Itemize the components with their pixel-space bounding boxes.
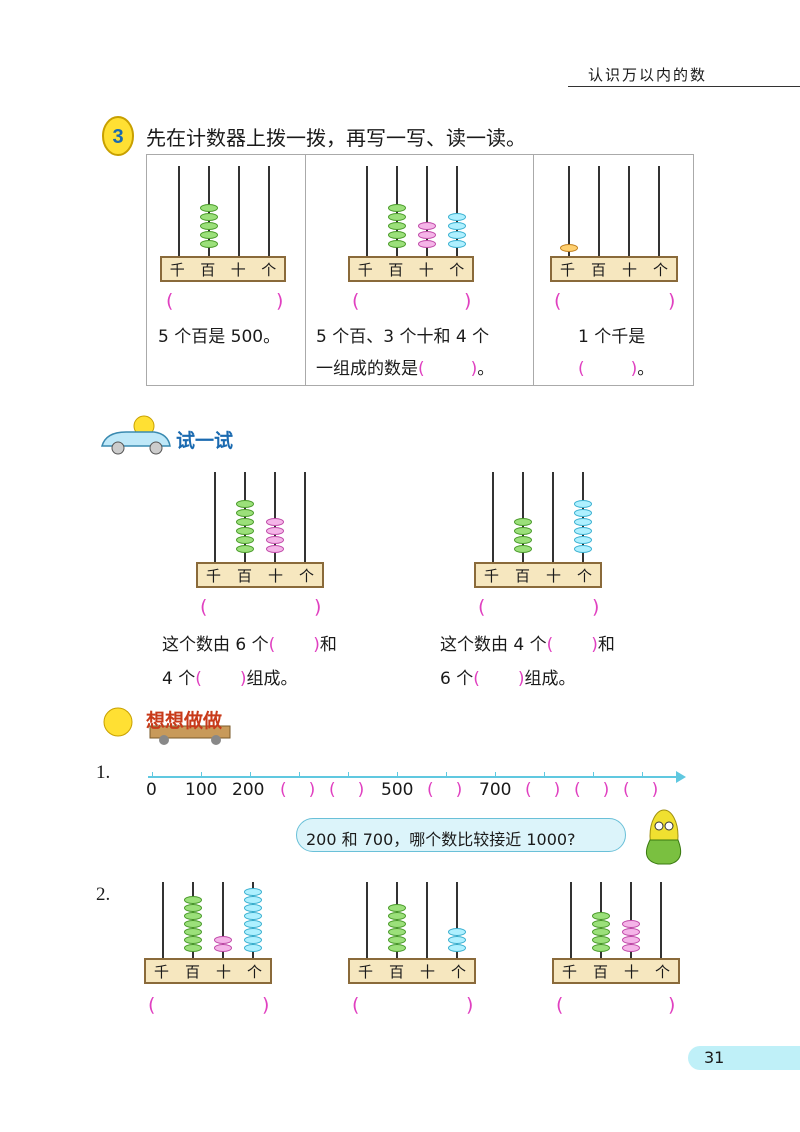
question-2-label: 2. xyxy=(96,884,111,905)
numline-blank-300[interactable]: () xyxy=(280,780,316,800)
try-right-line1: 这个数由 4 个()和 xyxy=(440,635,615,655)
try-left-line2: 4 个()组成。 xyxy=(162,669,298,689)
table-divider xyxy=(305,154,306,386)
numline-label-500: 500 xyxy=(381,780,414,800)
example-table xyxy=(146,154,694,386)
question-1-label: 1. xyxy=(96,762,111,783)
numline-blank-800[interactable]: () xyxy=(525,780,561,800)
example-number: 3 xyxy=(112,126,123,148)
place-hundreds: 百 xyxy=(200,260,216,279)
answer-paren-open: ( xyxy=(166,290,174,312)
numline-label-200: 200 xyxy=(232,780,265,800)
cell2-line1: 5 个百、3 个十和 4 个 xyxy=(316,327,490,347)
car-mascot-icon xyxy=(101,415,171,455)
think-section-title: 想想做做 xyxy=(146,710,223,732)
try-left-line1: 这个数由 6 个()和 xyxy=(162,635,337,655)
try-section-title: 试一试 xyxy=(176,430,234,452)
corn-mascot-icon xyxy=(645,809,682,865)
number-line xyxy=(148,776,680,778)
arrow-right-icon xyxy=(676,771,686,783)
page-header-title: 认识万以内的数 xyxy=(588,66,708,84)
place-ones: 个 xyxy=(261,260,277,279)
numline-blank-900[interactable]: () xyxy=(574,780,610,800)
page-number-badge xyxy=(688,1046,800,1070)
cell2-line2: 一组成的数是()。 xyxy=(316,359,495,379)
place-thousands: 千 xyxy=(169,260,185,279)
example-number-badge: 3 xyxy=(102,116,134,156)
numline-blank-400[interactable]: () xyxy=(329,780,365,800)
place-tens: 十 xyxy=(230,260,246,279)
numline-label-100: 100 xyxy=(185,780,218,800)
numline-label-700: 700 xyxy=(479,780,512,800)
wagon-mascot-icon xyxy=(103,707,231,745)
cell1-text: 5 个百是 500。 xyxy=(158,327,281,347)
example-instruction: 先在计数器上拨一拨，再写一写、读一读。 xyxy=(146,126,526,150)
header-rule xyxy=(568,86,800,87)
numline-label-0: 0 xyxy=(146,780,157,800)
answer-paren-close: ) xyxy=(276,290,284,312)
table-divider xyxy=(533,154,534,386)
speech-bubble xyxy=(296,818,626,852)
speech-bubble-text: 200 和 700，哪个数比较接近 1000? xyxy=(306,830,576,849)
cell3-line1: 1 个千是 xyxy=(578,327,646,347)
cell3-line2: ()。 xyxy=(578,359,655,379)
numline-blank-1000[interactable]: () xyxy=(623,780,659,800)
numline-blank-600[interactable]: () xyxy=(427,780,463,800)
try-right-line2: 6 个()组成。 xyxy=(440,669,576,689)
page-number: 31 xyxy=(704,1048,725,1067)
